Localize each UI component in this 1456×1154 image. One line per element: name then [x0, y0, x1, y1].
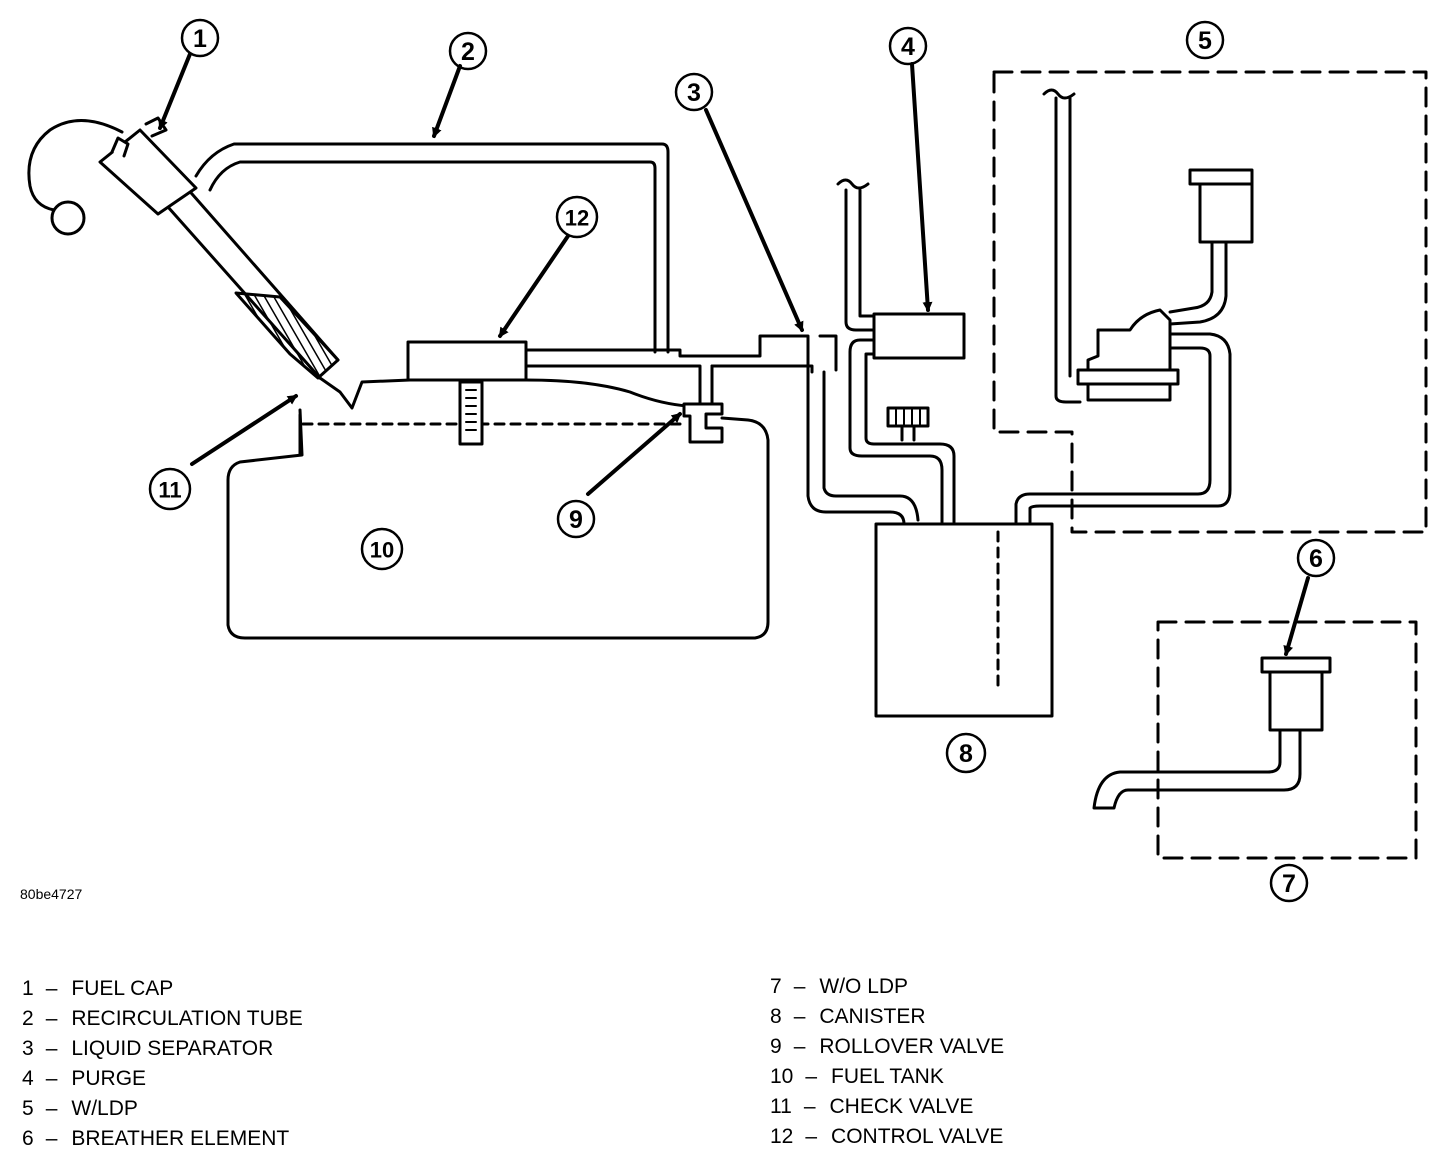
breather-element: [1092, 656, 1332, 810]
legend-item: 3–LIQUID SEPARATOR: [22, 1034, 303, 1064]
legend-number: 4: [22, 1067, 34, 1090]
wldp-boundary: [992, 70, 1428, 534]
callout-3: 3: [687, 79, 701, 107]
callout-5: 5: [1198, 27, 1212, 55]
legend-label: LIQUID SEPARATOR: [71, 1037, 274, 1060]
canister: [874, 522, 1054, 718]
legend-item: 9–ROLLOVER VALVE: [770, 1032, 1004, 1062]
recirculation-tube: [194, 142, 670, 354]
callout-1: 1: [193, 25, 207, 53]
legend-label: RECIRCULATION TUBE: [71, 1007, 303, 1030]
leak-detection-pump: [1042, 88, 1254, 404]
callout-2: 2: [461, 38, 475, 66]
callout-8: 8: [959, 740, 973, 768]
legend-number: 12: [770, 1125, 794, 1148]
legend-label: ROLLOVER VALVE: [819, 1035, 1005, 1058]
leader-arrows: [158, 52, 1310, 656]
callout-4: 4: [901, 33, 915, 61]
legend-number: 9: [770, 1035, 782, 1058]
legend-dash: –: [803, 1095, 816, 1118]
filler-neck: [158, 176, 412, 410]
legend-item: 5–W/LDP: [22, 1094, 303, 1124]
fuel-cap: [27, 116, 198, 236]
legend-number: 7: [770, 975, 782, 998]
legend-item: 8–CANISTER: [770, 1002, 1004, 1032]
legend-label: W/LDP: [71, 1097, 138, 1120]
legend-label: FUEL CAP: [71, 977, 174, 1000]
legend-item: 7–W/O LDP: [770, 972, 1004, 1002]
rollover-valve: [682, 402, 724, 444]
legend-dash: –: [45, 1127, 58, 1150]
legend-dash: –: [805, 1125, 818, 1148]
legend-dash: –: [805, 1065, 818, 1088]
legend-number: 5: [22, 1097, 34, 1120]
legend-dash: –: [793, 975, 806, 998]
callout-7: 7: [1282, 870, 1296, 898]
legend-dash: –: [793, 1035, 806, 1058]
legend-item: 11–CHECK VALVE: [770, 1092, 1004, 1122]
legend-dash: –: [45, 1007, 58, 1030]
callout-9: 9: [569, 506, 583, 534]
legend-number: 8: [770, 1005, 782, 1028]
legend-label: CONTROL VALVE: [831, 1125, 1004, 1148]
callout-10: 10: [370, 538, 394, 563]
legend-number: 11: [770, 1095, 792, 1118]
legend-item: 2–RECIRCULATION TUBE: [22, 1004, 303, 1034]
legend-item: 10–FUEL TANK: [770, 1062, 1004, 1092]
wo-ldp-boundary: [1156, 620, 1418, 860]
legend-number: 3: [22, 1037, 34, 1060]
control-valve: [406, 340, 528, 446]
legend-left: 1–FUEL CAP 2–RECIRCULATION TUBE 3–LIQUID…: [22, 974, 303, 1154]
legend-number: 6: [22, 1127, 34, 1150]
callout-6: 6: [1309, 545, 1323, 573]
legend-number: 2: [22, 1007, 34, 1030]
legend-label: PURGE: [71, 1067, 147, 1090]
callout-circles: [148, 18, 1336, 903]
legend-dash: –: [793, 1005, 806, 1028]
legend-dash: –: [45, 977, 58, 1000]
legend-item: 6–BREATHER ELEMENT: [22, 1124, 303, 1154]
legend-item: 12–CONTROL VALVE: [770, 1122, 1004, 1152]
legend-item: 1–FUEL CAP: [22, 974, 303, 1004]
legend-item: 4–PURGE: [22, 1064, 303, 1094]
separator-hose: [806, 370, 920, 526]
legend-number: 10: [770, 1065, 794, 1088]
vent-lines: [524, 334, 838, 408]
legend-label: W/O LDP: [819, 975, 909, 998]
legend-label: BREATHER ELEMENT: [71, 1127, 290, 1150]
legend-dash: –: [45, 1097, 58, 1120]
legend-dash: –: [45, 1067, 58, 1090]
callout-12: 12: [565, 206, 589, 231]
ldp-hoses: [1014, 240, 1232, 524]
callout-11: 11: [158, 478, 181, 503]
figure-id: 80be4727: [20, 886, 83, 902]
legend-label: FUEL TANK: [831, 1065, 944, 1088]
legend-right: 7–W/O LDP 8–CANISTER 9–ROLLOVER VALVE 10…: [770, 972, 1004, 1152]
legend-label: CANISTER: [819, 1005, 926, 1028]
fuel-tank: [226, 408, 770, 640]
legend-label: CHECK VALVE: [829, 1095, 974, 1118]
legend-dash: –: [45, 1037, 58, 1060]
canister-fitting: [886, 406, 930, 442]
purge-solenoid: [836, 178, 966, 524]
legend-number: 1: [22, 977, 34, 1000]
